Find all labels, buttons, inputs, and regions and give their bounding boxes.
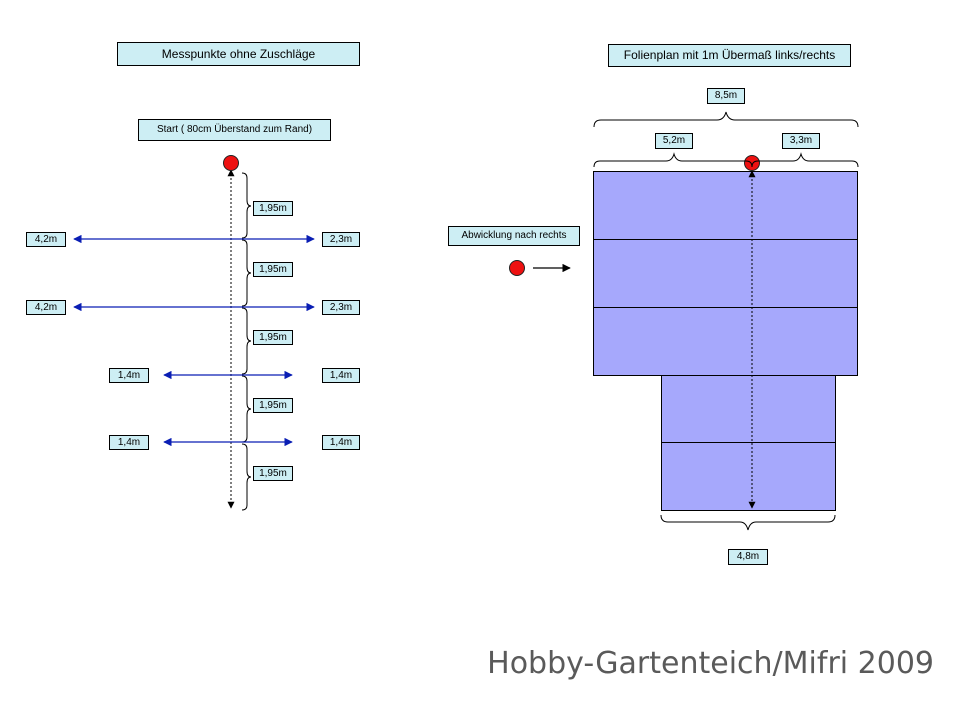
segment-brace-5	[241, 443, 252, 511]
liner-sheet-5	[661, 442, 836, 511]
dimension-braces	[593, 111, 859, 531]
right-panel-title: Folienplan mit 1m Übermaß links/rechts	[608, 44, 851, 67]
liner-sheet-4	[661, 375, 836, 443]
right-part-label: 3,3m	[782, 133, 820, 149]
bottom-width-label: 4,8m	[728, 549, 768, 565]
row-1-left-width: 4,2m	[26, 232, 66, 247]
liner-sheet-2	[593, 239, 858, 308]
width-arrows	[73, 234, 315, 447]
watermark-text: Hobby-Gartenteich/Mifri 2009	[487, 646, 934, 681]
liner-start-marker	[744, 155, 760, 171]
row-1-right-width: 2,3m	[322, 232, 360, 247]
liner-sheet-3	[593, 307, 858, 376]
segment-label-4: 1,95m	[253, 398, 293, 413]
row-4-left-width: 1,4m	[109, 435, 149, 450]
start-marker	[223, 155, 239, 171]
liner-sheets	[593, 171, 858, 511]
row-3-right-width: 1,4m	[322, 368, 360, 383]
segment-label-3: 1,95m	[253, 330, 293, 345]
direction-marker	[509, 260, 525, 276]
segment-brace-2	[241, 239, 252, 307]
brace-bottom-width	[660, 514, 836, 531]
brace-left-part	[593, 152, 753, 168]
start-label: Start ( 80cm Überstand zum Rand)	[138, 119, 331, 141]
left-panel-title: Messpunkte ohne Zuschläge	[117, 42, 360, 66]
segment-braces	[241, 172, 252, 511]
brace-total-width	[593, 111, 859, 128]
left-part-label: 5,2m	[655, 133, 693, 149]
segment-label-5: 1,95m	[253, 466, 293, 481]
row-4-right-width: 1,4m	[322, 435, 360, 450]
direction-label: Abwicklung nach rechts	[448, 226, 580, 246]
segment-brace-4	[241, 375, 252, 443]
segment-label-2: 1,95m	[253, 262, 293, 277]
segment-label-1: 1,95m	[253, 201, 293, 216]
segment-brace-3	[241, 307, 252, 375]
total-width-label: 8,5m	[707, 88, 745, 104]
row-2-right-width: 2,3m	[322, 300, 360, 315]
row-3-left-width: 1,4m	[109, 368, 149, 383]
liner-sheet-1	[593, 171, 858, 240]
segment-brace-1	[241, 172, 252, 239]
row-2-left-width: 4,2m	[26, 300, 66, 315]
brace-right-part	[751, 152, 859, 168]
